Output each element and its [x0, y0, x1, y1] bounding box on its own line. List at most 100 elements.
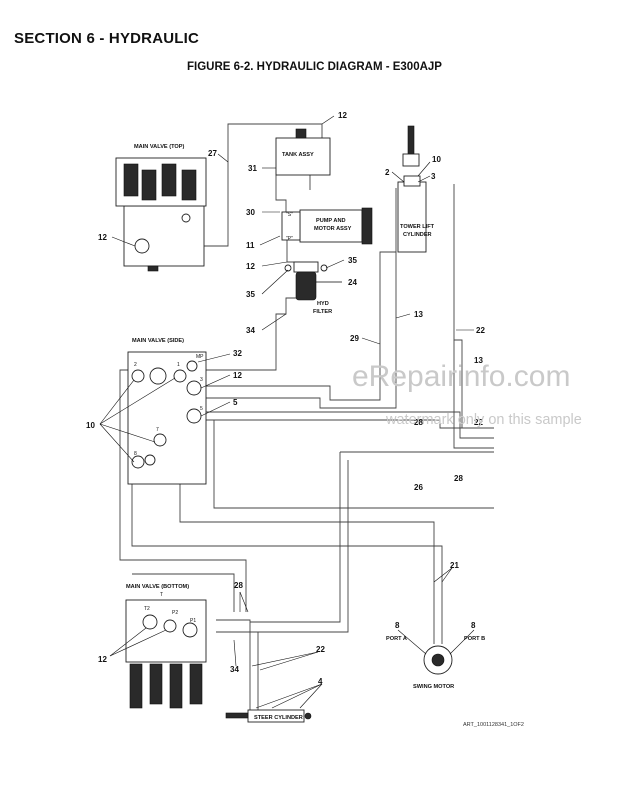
- cylinder-rod: [407, 125, 415, 155]
- leader-lines: [99, 115, 475, 709]
- callout-10-right: 10: [432, 155, 441, 164]
- callout-12-pump: 12: [246, 262, 255, 271]
- label-pump-motor-1: PUMP AND: [316, 218, 346, 224]
- callout-24: 24: [348, 278, 357, 287]
- main-valve-bottom: [125, 599, 207, 709]
- callout-13-b: 13: [474, 356, 483, 365]
- callout-21: 21: [450, 561, 459, 570]
- hose-26: [213, 420, 494, 509]
- callout-30: 30: [246, 208, 255, 217]
- bottom-solenoid-1: [129, 663, 143, 709]
- side-port-7: [153, 433, 167, 447]
- hose-main-4: [206, 419, 494, 429]
- filter-fitting-left: [284, 264, 292, 272]
- callout-11: 11: [246, 241, 255, 250]
- mark-t: T: [160, 592, 163, 598]
- bottom-solenoid-3: [169, 663, 183, 709]
- label-swing-motor: SWING MOTOR: [413, 684, 454, 690]
- mark-8: 8: [134, 451, 137, 457]
- mark-mp: MP: [196, 354, 204, 360]
- mark-5: 5: [200, 406, 203, 412]
- callout-22-c: 22: [316, 645, 325, 654]
- label-tower-lift-2: CYLINDER: [403, 232, 432, 238]
- callout-22-a: 22: [476, 326, 485, 335]
- cylinder-valve: [403, 175, 421, 187]
- callout-26: 26: [414, 483, 423, 492]
- filter-fitting-right: [320, 264, 328, 272]
- solenoid-3: [161, 163, 177, 197]
- hose-21-a: [179, 440, 435, 644]
- steer-cylinder: [225, 709, 312, 723]
- side-port-1: [173, 369, 187, 383]
- label-main-valve-bottom: MAIN VALVE (BOTTOM): [126, 584, 189, 590]
- side-port-8: [131, 455, 145, 469]
- side-port-5: [186, 408, 202, 424]
- swing-motor: [423, 645, 453, 675]
- callout-2: 2: [385, 168, 390, 177]
- art-number: ART_1001128341_1OF2: [463, 722, 524, 728]
- callout-27: 27: [208, 149, 217, 158]
- valve-top-block: [123, 205, 205, 267]
- callout-12-top: 12: [98, 233, 107, 242]
- mark-p: "P": [286, 236, 293, 242]
- callout-35-right: 35: [348, 256, 357, 265]
- bottom-solenoid-4: [189, 663, 203, 705]
- hose-21-b: [131, 470, 443, 644]
- cylinder-gland: [402, 153, 420, 167]
- hyd-filter: [284, 261, 328, 301]
- callout-35-left: 35: [246, 290, 255, 299]
- callout-34-bottom: 34: [230, 665, 239, 674]
- mark-2: 2: [134, 362, 137, 368]
- solenoid-2: [141, 169, 157, 201]
- label-port-a: PORT A: [386, 636, 407, 642]
- hose-24: [313, 272, 342, 283]
- label-hyd-filter-1: HYD: [317, 301, 329, 307]
- hose-28-b: [250, 460, 349, 633]
- callout-8-right: 8: [471, 621, 476, 630]
- pump-motor-body: [299, 209, 363, 243]
- pump-motor-assy: [281, 207, 373, 245]
- hose-34-bottom: [132, 573, 235, 612]
- callout-13-a: 13: [414, 310, 423, 319]
- section-title: SECTION 6 - HYDRAULIC: [14, 30, 200, 47]
- solenoid-1: [123, 163, 139, 197]
- tank-assy: [275, 128, 331, 176]
- hose-30: [275, 175, 287, 212]
- bottom-port-p2: [163, 619, 177, 633]
- label-hyd-filter-2: FILTER: [313, 309, 332, 315]
- pump-head: [281, 211, 301, 241]
- hose-28-vertical: [250, 452, 341, 623]
- side-port-8b: [144, 454, 156, 466]
- figure-title: FIGURE 6-2. HYDRAULIC DIAGRAM - E300AJP: [187, 61, 442, 73]
- label-tank-assy: TANK ASSY: [282, 152, 314, 158]
- hose-34-top: [206, 297, 300, 371]
- bottom-port-t2: [142, 614, 158, 630]
- side-port-mp: [186, 360, 198, 372]
- label-tower-lift-1: TOWER LIFT: [400, 224, 435, 230]
- cylinder-barrel: [397, 181, 427, 253]
- callout-8-left: 8: [395, 621, 400, 630]
- callout-22-b: 22: [474, 418, 483, 427]
- callout-29: 29: [350, 334, 359, 343]
- valve-top-foot: [147, 265, 159, 272]
- hose-28-bottom: [119, 369, 247, 612]
- bottom-port-p1: [182, 622, 198, 638]
- mark-7: 7: [156, 427, 159, 433]
- callout-12-tank: 12: [338, 111, 347, 120]
- watermark-text: eRepairinfo.com: [352, 360, 571, 393]
- callout-28-a: 28: [414, 418, 423, 427]
- steer-cylinder-rod: [225, 712, 249, 719]
- hose-22-a: [453, 184, 463, 362]
- callout-10-left: 10: [86, 421, 95, 430]
- callout-28-b: 28: [454, 474, 463, 483]
- callout-28-c: 28: [234, 581, 243, 590]
- watermark-subtext: watermark only on this sample: [386, 412, 582, 428]
- side-port-2: [131, 369, 145, 383]
- label-main-valve-top: MAIN VALVE (TOP): [134, 144, 184, 150]
- main-valve-side: [127, 351, 207, 485]
- hose-pressure-12: [286, 240, 300, 263]
- steer-cylinder-eye: [304, 712, 312, 720]
- callout-12-side: 12: [233, 371, 242, 380]
- callout-4: 4: [318, 677, 323, 686]
